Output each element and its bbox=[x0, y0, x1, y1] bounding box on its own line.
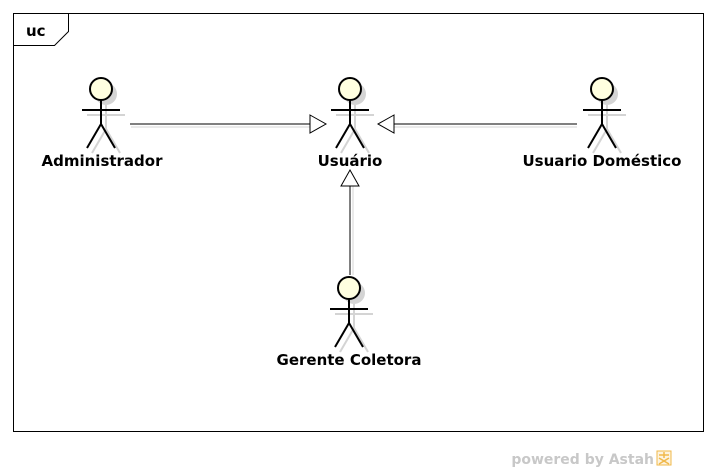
generalization-gerente-coletora-usuario[interactable] bbox=[340, 168, 360, 275]
actor-label-usuario-domestico: Usuario Doméstico bbox=[523, 152, 682, 170]
frame-tag: uc bbox=[26, 22, 46, 40]
actor-usuario[interactable]: Usuário bbox=[318, 77, 383, 170]
generalization-arrowhead bbox=[376, 114, 395, 134]
actor-administrador[interactable]: Administrador bbox=[42, 77, 164, 170]
actor-gerente-coletora[interactable]: Gerente Coletora bbox=[277, 276, 422, 369]
generalization-arrowhead bbox=[340, 168, 360, 187]
actor-label-administrador: Administrador bbox=[42, 152, 164, 170]
astah-watermark: powered by Astah bbox=[511, 450, 672, 468]
stick-figure-icon bbox=[330, 276, 373, 353]
stick-figure-icon bbox=[583, 77, 626, 154]
stick-figure-icon bbox=[82, 77, 125, 154]
generalization-usuario-domestico-usuario[interactable] bbox=[376, 114, 577, 134]
actor-usuario-domestico[interactable]: Usuario Doméstico bbox=[523, 77, 682, 170]
stick-figure-icon bbox=[331, 77, 374, 154]
astah-logo-icon bbox=[656, 450, 672, 466]
actor-label-gerente-coletora: Gerente Coletora bbox=[277, 351, 422, 369]
actor-label-usuario: Usuário bbox=[318, 152, 383, 170]
generalization-arrowhead bbox=[309, 114, 328, 134]
watermark-text: powered by Astah bbox=[511, 452, 654, 468]
generalization-administrador-usuario[interactable] bbox=[130, 114, 328, 134]
frame-tag-border bbox=[13, 13, 69, 46]
